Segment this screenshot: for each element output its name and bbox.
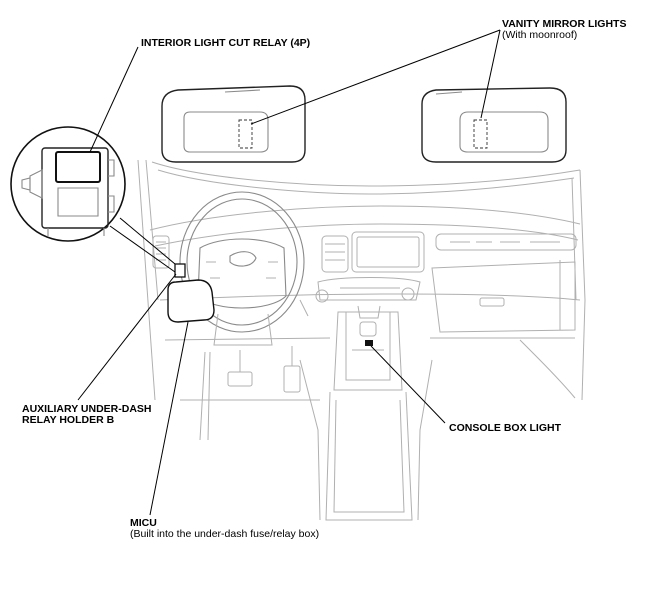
dashboard xyxy=(149,205,581,399)
auxiliary-relay-holder-label-line1: AUXILIARY UNDER-DASH xyxy=(22,403,152,415)
windshield-frame xyxy=(137,159,586,401)
leader-vanity-mirror-left xyxy=(250,29,501,125)
relay-magnified-view xyxy=(10,126,176,273)
micu-box xyxy=(167,263,215,323)
leader-lines xyxy=(77,29,501,516)
left-vanity-mirror-light xyxy=(238,119,253,149)
micu-label: MICU xyxy=(130,517,157,529)
auxiliary-relay-holder-b xyxy=(174,263,186,278)
interior-light-cut-relay-label: INTERIOR LIGHT CUT RELAY (4P) xyxy=(141,37,311,49)
right-sun-visor xyxy=(421,87,567,163)
auxiliary-relay-holder-label-line2: RELAY HOLDER B xyxy=(22,414,115,426)
left-sun-visor xyxy=(161,85,306,163)
leader-micu xyxy=(149,321,189,516)
leader-console-box-light xyxy=(370,345,446,424)
leader-interior-light-cut-relay xyxy=(89,46,139,153)
right-vanity-mirror-light xyxy=(473,119,488,149)
center-console xyxy=(299,305,433,521)
leader-auxiliary-relay-holder xyxy=(77,273,177,401)
leader-vanity-mirror-right xyxy=(480,29,501,119)
console-box-light-label: CONSOLE BOX LIGHT xyxy=(449,422,562,434)
interior-light-cut-relay xyxy=(55,151,101,183)
micu-note: (Built into the under-dash fuse/relay bo… xyxy=(130,528,320,540)
pedals xyxy=(180,346,320,441)
vanity-mirror-lights-note: (With moonroof) xyxy=(502,29,578,41)
vanity-mirror-lights-label: VANITY MIRROR LIGHTS xyxy=(502,18,627,30)
console-box-light-lamp xyxy=(365,340,373,346)
steering-wheel xyxy=(175,191,309,346)
